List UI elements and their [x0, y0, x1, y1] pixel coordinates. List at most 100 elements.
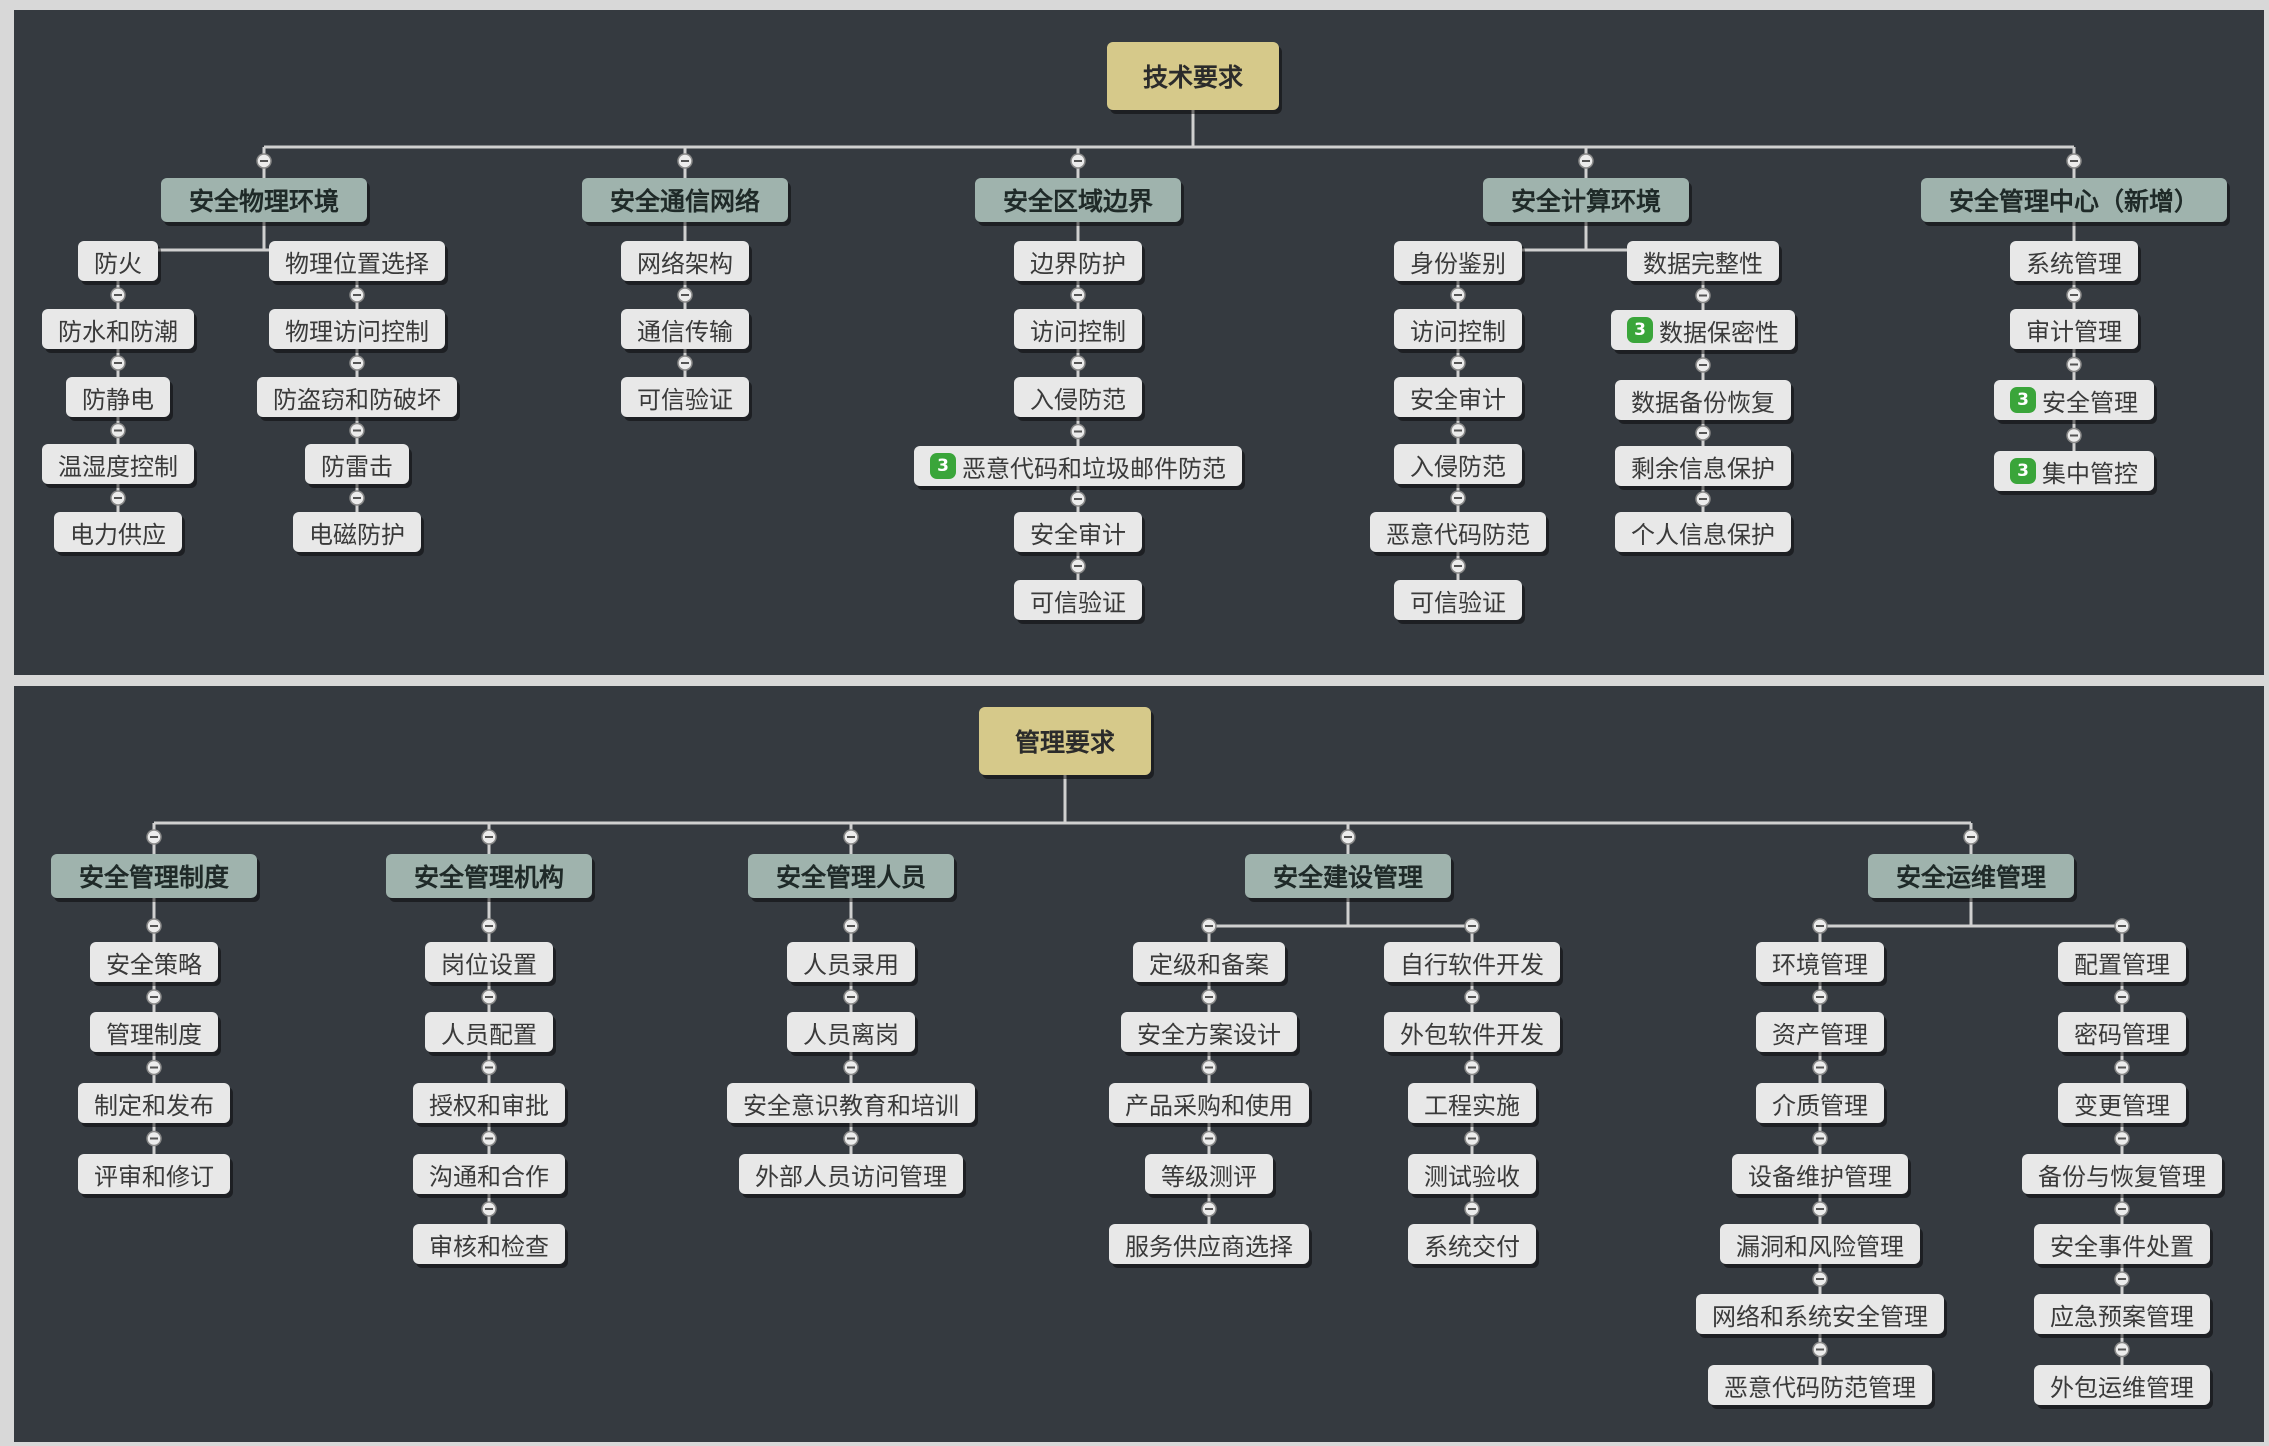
leaf-node[interactable]: 变更管理	[2058, 1083, 2186, 1123]
leaf-node[interactable]: 系统管理	[2010, 241, 2138, 281]
leaf-node[interactable]: 网络和系统安全管理	[1696, 1294, 1944, 1334]
category-node[interactable]: 安全管理制度	[50, 854, 258, 898]
leaf-node-label: 个人信息保护	[1631, 520, 1775, 549]
leaf-node[interactable]: 自行软件开发	[1384, 942, 1560, 982]
category-node[interactable]: 安全管理人员	[747, 854, 955, 898]
leaf-node[interactable]: 定级和备案	[1133, 942, 1285, 982]
leaf-node[interactable]: 安全方案设计	[1121, 1012, 1297, 1052]
category-node-label: 安全管理中心（新增）	[1948, 187, 2200, 216]
leaf-node-label: 介质管理	[1772, 1091, 1868, 1120]
category-node[interactable]: 安全管理机构	[385, 854, 593, 898]
leaf-node[interactable]: 身份鉴别	[1394, 241, 1522, 281]
root-node[interactable]: 技术要求	[1106, 42, 1280, 110]
leaf-node[interactable]: 密码管理	[2058, 1012, 2186, 1052]
leaf-node[interactable]: 资产管理	[1756, 1012, 1884, 1052]
leaf-node[interactable]: 评审和修订	[78, 1154, 230, 1194]
leaf-node-label: 边界防护	[1030, 249, 1126, 278]
root-node[interactable]: 管理要求	[978, 707, 1152, 775]
leaf-node-label: 系统交付	[1424, 1232, 1520, 1261]
leaf-node[interactable]: 服务供应商选择	[1109, 1224, 1309, 1264]
leaf-node[interactable]: 个人信息保护	[1615, 512, 1791, 552]
leaf-node[interactable]: 审核和检查	[413, 1224, 565, 1264]
leaf-node[interactable]: 介质管理	[1756, 1083, 1884, 1123]
leaf-node[interactable]: 访问控制	[1394, 309, 1522, 349]
leaf-node[interactable]: 安全策略	[90, 942, 218, 982]
leaf-node[interactable]: 恶意代码防范	[1370, 512, 1546, 552]
leaf-node-label: 数据备份恢复	[1631, 388, 1775, 417]
leaf-node-label: 电力供应	[70, 520, 166, 549]
leaf-node[interactable]: 设备维护管理	[1732, 1154, 1908, 1194]
leaf-node[interactable]: 温湿度控制	[42, 444, 194, 484]
leaf-node-label: 入侵防范	[1410, 452, 1506, 481]
leaf-node-label: 环境管理	[1772, 950, 1868, 979]
leaf-node[interactable]: 外包软件开发	[1384, 1012, 1560, 1052]
leaf-node[interactable]: 可信验证	[1394, 580, 1522, 620]
leaf-node[interactable]: 人员配置	[425, 1012, 553, 1052]
leaf-node[interactable]: 边界防护	[1014, 241, 1142, 281]
leaf-node[interactable]: 网络架构	[621, 241, 749, 281]
leaf-node[interactable]: 岗位设置	[425, 942, 553, 982]
leaf-node[interactable]: 安全事件处置	[2034, 1224, 2210, 1264]
leaf-node[interactable]: 物理访问控制	[269, 309, 445, 349]
leaf-node[interactable]: 通信传输	[621, 309, 749, 349]
category-node-label: 安全通信网络	[609, 187, 761, 216]
category-node[interactable]: 安全区域边界	[974, 178, 1182, 222]
leaf-node[interactable]: 外部人员访问管理	[739, 1154, 963, 1194]
leaf-node[interactable]: 环境管理	[1756, 942, 1884, 982]
leaf-node[interactable]: 配置管理	[2058, 942, 2186, 982]
leaf-node[interactable]: 恶意代码防范管理	[1708, 1365, 1932, 1405]
leaf-node[interactable]: 沟通和合作	[413, 1154, 565, 1194]
leaf-node-label: 防雷击	[321, 452, 393, 481]
leaf-node[interactable]: 可信验证	[1014, 580, 1142, 620]
leaf-node-label: 沟通和合作	[429, 1162, 549, 1191]
leaf-node[interactable]: 管理制度	[90, 1012, 218, 1052]
leaf-node[interactable]: 防盗窃和防破坏	[257, 377, 457, 417]
leaf-node[interactable]: 工程实施	[1408, 1083, 1536, 1123]
leaf-node[interactable]: 剩余信息保护	[1615, 446, 1791, 486]
leaf-node[interactable]: 授权和审批	[413, 1083, 565, 1123]
leaf-node[interactable]: 物理位置选择	[269, 241, 445, 281]
leaf-node[interactable]: 测试验收	[1408, 1154, 1536, 1194]
leaf-node[interactable]: 防雷击	[305, 444, 409, 484]
level-3-badge-icon: 3	[930, 453, 956, 479]
leaf-node[interactable]: 应急预案管理	[2034, 1294, 2210, 1334]
leaf-node[interactable]: 数据完整性	[1627, 241, 1779, 281]
leaf-node[interactable]: 系统交付	[1408, 1224, 1536, 1264]
category-node[interactable]: 安全运维管理	[1867, 854, 2075, 898]
category-node[interactable]: 安全建设管理	[1244, 854, 1452, 898]
leaf-node[interactable]: 产品采购和使用	[1109, 1083, 1309, 1123]
category-node[interactable]: 安全管理中心（新增）	[1920, 178, 2228, 222]
leaf-node[interactable]: 电磁防护	[293, 512, 421, 552]
leaf-node[interactable]: 防火	[78, 241, 158, 281]
leaf-node[interactable]: 可信验证	[621, 377, 749, 417]
leaf-node[interactable]: 外包运维管理	[2034, 1365, 2210, 1405]
leaf-node-label: 岗位设置	[441, 950, 537, 979]
leaf-node[interactable]: 审计管理	[2010, 309, 2138, 349]
leaf-node[interactable]: 安全意识教育和培训	[727, 1083, 975, 1123]
category-node[interactable]: 安全物理环境	[160, 178, 368, 222]
leaf-node[interactable]: 安全审计	[1014, 512, 1142, 552]
leaf-node[interactable]: 数据备份恢复	[1615, 380, 1791, 420]
leaf-node-label: 应急预案管理	[2050, 1302, 2194, 1331]
leaf-node[interactable]: 访问控制	[1014, 309, 1142, 349]
leaf-node[interactable]: 人员录用	[787, 942, 915, 982]
leaf-node-label: 人员录用	[803, 950, 899, 979]
category-node[interactable]: 安全计算环境	[1482, 178, 1690, 222]
leaf-node[interactable]: 备份与恢复管理	[2022, 1154, 2222, 1194]
leaf-node[interactable]: 安全审计	[1394, 377, 1522, 417]
leaf-node[interactable]: 人员离岗	[787, 1012, 915, 1052]
leaf-node[interactable]: 入侵防范	[1394, 444, 1522, 484]
management-requirements-panel: 安全策略管理制度制定和发布评审和修订 安全管理制度岗位设置人员配置授权和审批沟通和…	[14, 686, 2264, 1442]
leaf-node[interactable]: 等级测评	[1145, 1154, 1273, 1194]
leaf-node[interactable]: 入侵防范	[1014, 377, 1142, 417]
leaf-node[interactable]: 防水和防潮	[42, 309, 194, 349]
leaf-node[interactable]: 电力供应	[54, 512, 182, 552]
leaf-node[interactable]: 漏洞和风险管理	[1720, 1224, 1920, 1264]
leaf-node[interactable]: 防静电	[66, 377, 170, 417]
category-node[interactable]: 安全通信网络	[581, 178, 789, 222]
leaf-node[interactable]: 制定和发布	[78, 1083, 230, 1123]
